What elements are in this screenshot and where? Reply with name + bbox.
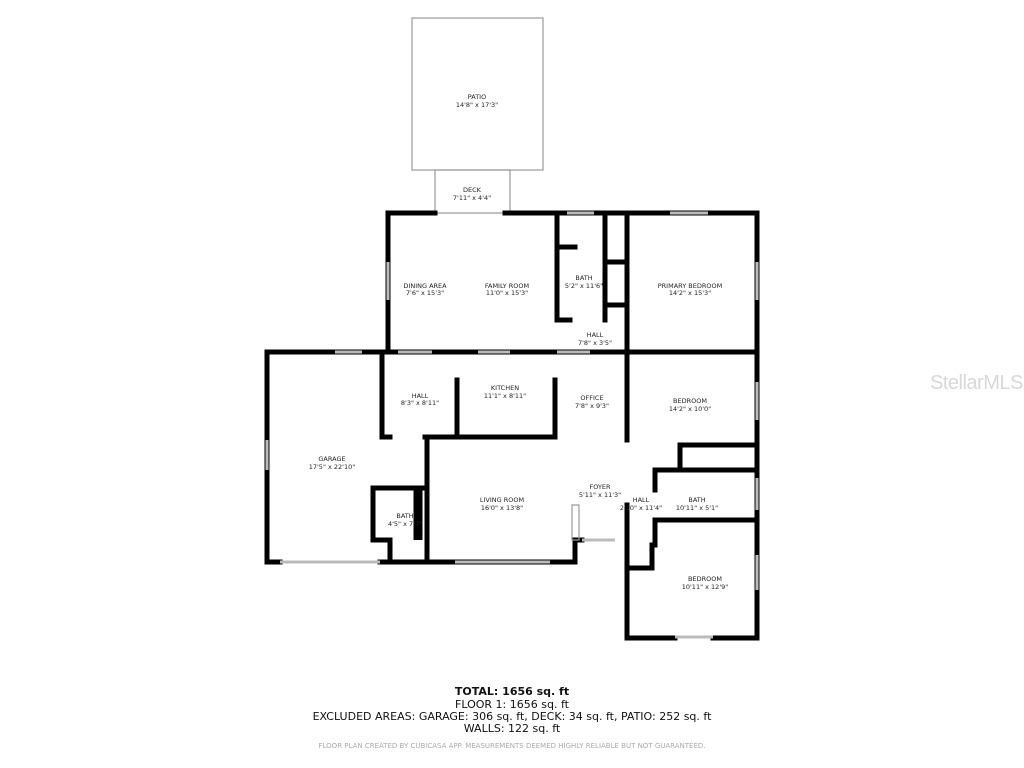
watermark: StellarMLS [930,372,1023,394]
walls [264,210,760,641]
office-dims: 7'8" x 9'3" [575,402,609,410]
total-area: TOTAL: 1656 sq. ft [454,685,570,698]
kitchen-name: KITCHEN [491,384,519,392]
room-labels: PATIO 14'8" x 17'3" DECK 7'11" x 4'4" DI… [309,93,728,591]
deck-name: DECK [463,186,482,194]
hall1-name: HALL [587,331,604,339]
bedroom2-name: BEDROOM [688,575,722,583]
hall2-dims: 8'3" x 8'11" [401,399,439,407]
living-name: LIVING ROOM [480,496,524,504]
kitchen-dims: 11'1" x 8'11" [484,392,526,400]
bedroom1-name: BEDROOM [673,397,707,405]
garage-dims: 17'5" x 22'10" [309,463,355,471]
primary-dims: 14'2" x 15'3" [669,289,711,297]
foyer-closet [571,504,580,541]
walls-area: WALLS: 122 sq. ft [463,722,561,735]
deck-outline [434,169,511,214]
bedroom1-dims: 14'2" x 10'0" [669,405,711,413]
primary-name: PRIMARY BEDROOM [658,282,722,290]
bath3-dims: 10'11" x 5'1" [676,504,718,512]
excluded-areas: EXCLUDED AREAS: GARAGE: 306 sq. ft, DECK… [312,710,712,723]
foyer-dims: 5'11" x 11'3" [579,491,621,499]
patio-name: PATIO [468,93,486,101]
floor1-area: FLOOR 1: 1656 sq. ft [455,698,569,711]
bath1-name: BATH [575,274,592,282]
living-dims: 16'0" x 13'8" [481,504,523,512]
bath3-name: BATH [688,496,705,504]
disclaimer: FLOOR PLAN CREATED BY CUBICASA APP. MEAS… [318,742,706,750]
foyer-name: FOYER [589,483,611,491]
hall1-dims: 7'8" x 3'5" [578,339,612,347]
dining-dims: 7'6" x 15'3" [406,289,444,297]
hall3-name: HALL [633,496,650,504]
family-name: FAMILY ROOM [485,282,529,290]
dining-name: DINING AREA [403,282,447,290]
patio-dims: 14'8" x 17'3" [456,101,498,109]
family-dims: 11'0" x 15'3" [486,289,528,297]
bedroom2-dims: 10'11" x 12'9" [682,583,728,591]
garage-name: GARAGE [318,455,345,463]
hall2-name: HALL [412,392,429,400]
bath2-dims: 4'5" x 7'7" [388,520,422,528]
hall3-dims: 2'10" x 11'4" [620,504,662,512]
office-name: OFFICE [580,394,603,402]
bath2-name: BATH [396,512,413,520]
bath1-dims: 5'2" x 11'6" [565,282,603,290]
deck-dims: 7'11" x 4'4" [453,194,491,202]
